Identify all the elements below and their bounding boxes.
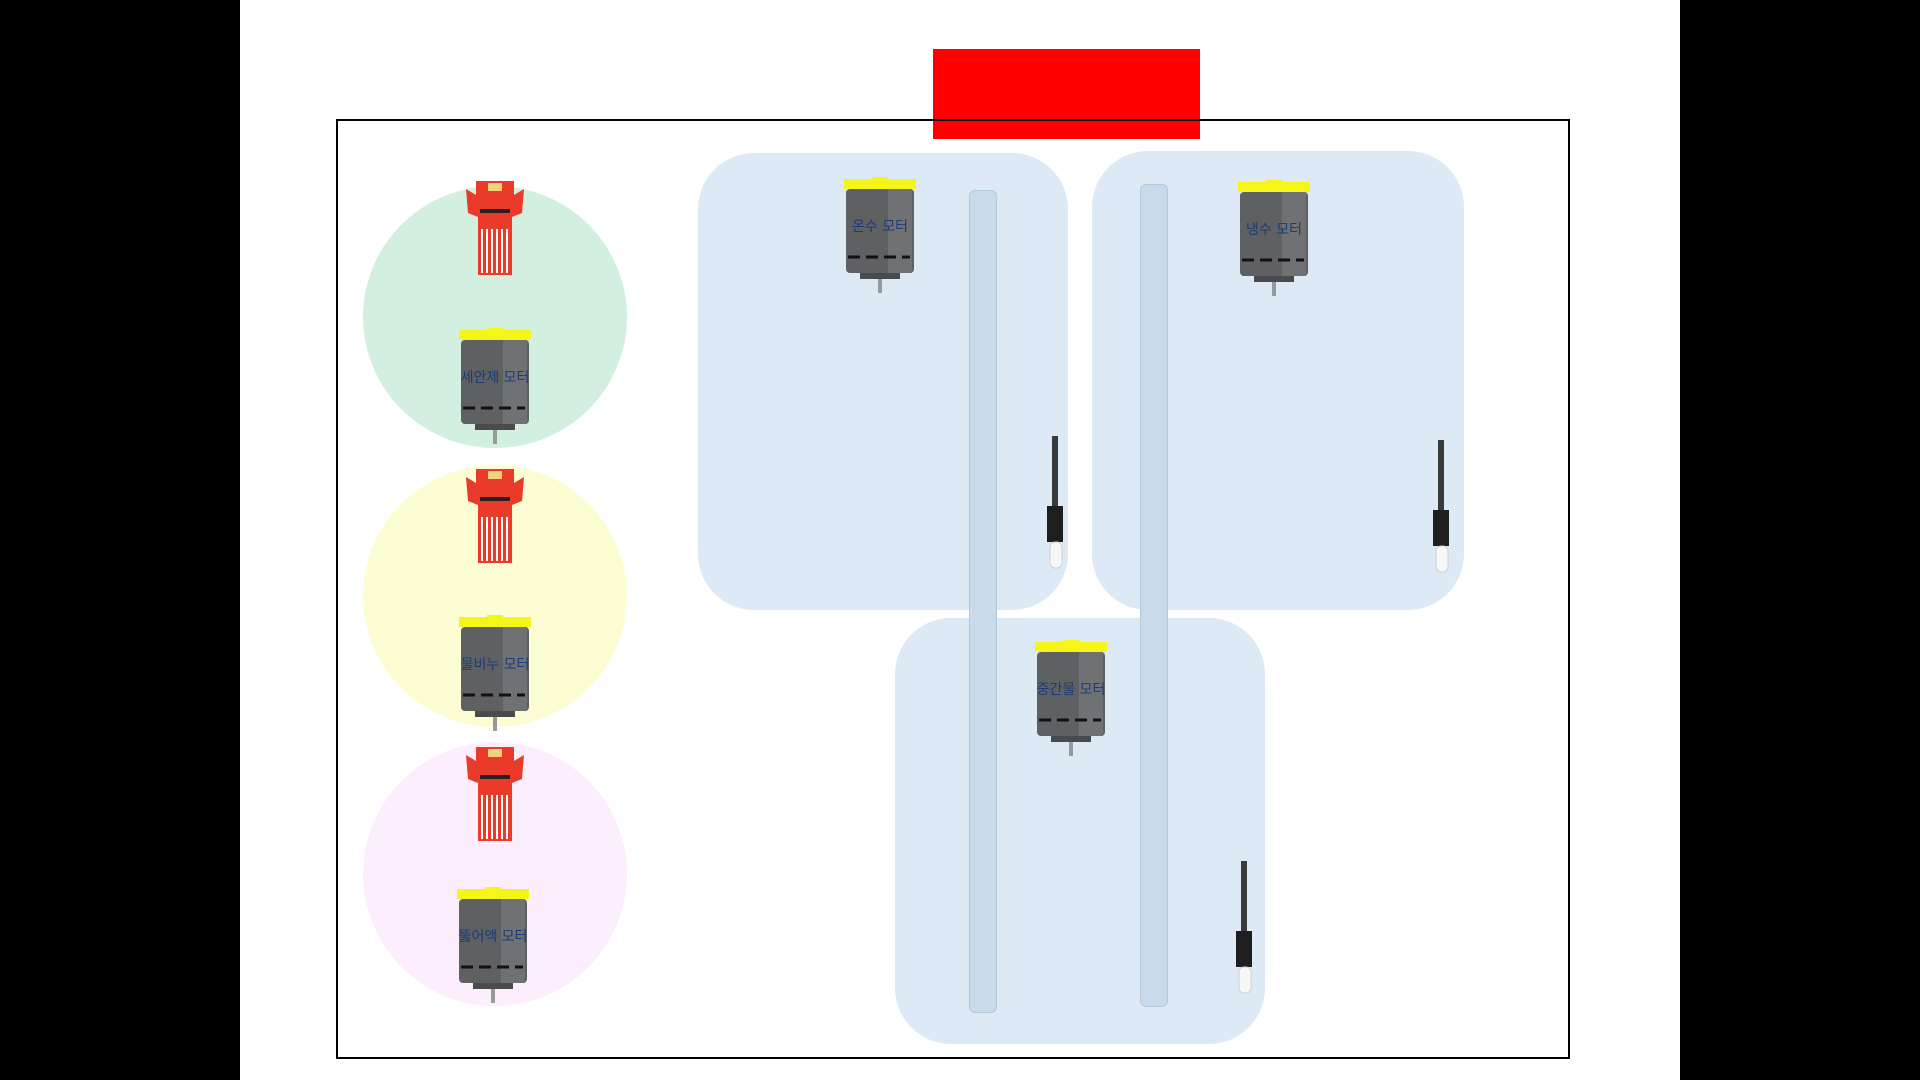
water-level-sensor-icon — [462, 181, 528, 275]
water-level-sensor-icon — [466, 747, 524, 841]
water-level-sensor-icon — [462, 469, 528, 563]
dc-motor-icon — [459, 328, 531, 444]
title-banner — [933, 49, 1200, 139]
motor-label: 온수 모터 — [852, 219, 908, 235]
pipe-left — [969, 190, 997, 1013]
drain-cleaner-motor: 뚫어액 모터 — [457, 887, 529, 1003]
float-level-switch-icon — [1433, 440, 1449, 573]
dc-motor-icon — [1238, 180, 1310, 296]
detergent-motor: 세안제 모터 — [459, 328, 531, 444]
dc-motor-icon — [844, 177, 916, 293]
middle-water-motor: 중간물 모터 — [1035, 640, 1107, 756]
motor-label: 뚫어액 모터 — [458, 929, 528, 945]
dc-motor-icon — [459, 615, 531, 731]
float-level-switch-icon — [1431, 440, 1453, 576]
water-level-sensor-icon — [466, 181, 524, 275]
dc-motor-icon — [1035, 640, 1107, 756]
dc-motor-icon — [457, 887, 529, 1003]
motor-label: 세안제 모터 — [460, 370, 530, 386]
float-level-switch-icon — [1047, 436, 1063, 569]
cold-water-motor: 냉수 모터 — [1238, 180, 1310, 296]
float-level-switch-icon — [1045, 436, 1067, 572]
float-level-switch-icon — [1236, 861, 1252, 994]
diagram-frame — [336, 119, 1570, 1059]
water-level-sensor-icon — [462, 747, 528, 841]
pipe-right — [1140, 184, 1168, 1007]
motor-label: 냉수 모터 — [1246, 222, 1302, 238]
water-level-sensor-icon — [466, 469, 524, 563]
hot-water-motor: 온수 모터 — [844, 177, 916, 293]
soap-motor: 물비누 모터 — [459, 615, 531, 731]
motor-label: 중간물 모터 — [1036, 682, 1106, 698]
float-level-switch-icon — [1234, 861, 1256, 997]
diagram-canvas: 세안제 모터 물비누 모터 뚫어액 모터 — [240, 0, 1680, 1080]
motor-label: 물비누 모터 — [460, 657, 530, 673]
